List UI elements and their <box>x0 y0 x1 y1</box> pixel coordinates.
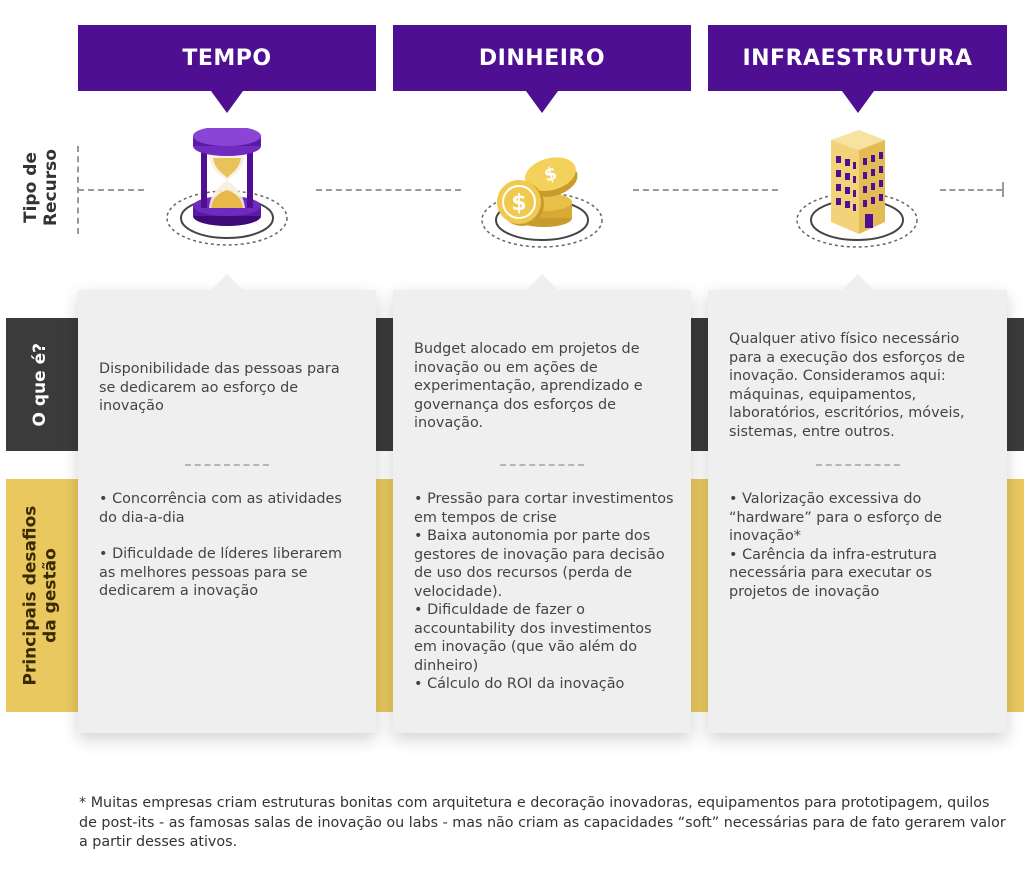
svg-text:$: $ <box>511 191 526 216</box>
challenge-item: • Pressão para cortar investimentos em t… <box>414 491 674 526</box>
timeline-dashes-2 <box>316 189 461 191</box>
tipo-bracket <box>77 146 79 234</box>
timeline-dashes-4 <box>940 189 1002 191</box>
row-label-desafios-line2: da gestão <box>40 548 60 643</box>
challenge-item: • Concorrência com as atividades do dia-… <box>99 491 342 526</box>
card-tempo: Disponibilidade das pessoas para se dedi… <box>78 274 376 733</box>
header-dinheiro: DINHEIRO <box>393 25 691 113</box>
row-label-desafios-line1: Principais desafios <box>20 505 41 686</box>
building-icon <box>793 126 921 250</box>
row-label-tipo: Tipo de Recurso <box>6 140 76 236</box>
timeline-end-tick <box>1002 182 1004 197</box>
separator-dinheiro <box>500 464 584 466</box>
card-infraestrutura: Qualquer ativo físico necessário para a … <box>708 274 1007 733</box>
challenge-item: • Cálculo do ROI da inovação <box>414 676 625 692</box>
header-infraestrutura: INFRAESTRUTURA <box>708 25 1007 113</box>
row-label-oque-text: O que é? <box>30 342 51 427</box>
svg-text:$: $ <box>542 163 560 187</box>
header-tempo-title: TEMPO <box>182 45 272 71</box>
challenge-item: • Carência da infra-estrutura necessária… <box>729 546 937 600</box>
description-infraestrutura: Qualquer ativo físico necessário para a … <box>729 331 965 440</box>
card-dinheiro: Budget alocado em projetos de inovação o… <box>393 274 691 733</box>
challenge-item: • Baixa autonomia por parte dos gestores… <box>414 528 665 600</box>
timeline-dashes-3 <box>633 189 778 191</box>
header-infraestrutura-title: INFRAESTRUTURA <box>742 45 973 71</box>
row-label-oque: O que é? <box>6 318 76 451</box>
separator-infraestrutura <box>815 464 900 466</box>
hourglass-icon <box>163 126 291 248</box>
challenges-dinheiro: • Pressão para cortar investimentos em t… <box>414 490 675 694</box>
timeline-dashes-1 <box>78 189 144 191</box>
challenge-item: • Valorização excessiva do “hardware” pa… <box>729 491 943 544</box>
description-tempo: Disponibilidade das pessoas para se dedi… <box>99 361 340 414</box>
challenges-infraestrutura: • Valorização excessiva do “hardware” pa… <box>729 490 991 601</box>
separator-tempo <box>185 464 269 466</box>
header-dinheiro-title: DINHEIRO <box>478 45 606 71</box>
dollar-coins-icon: $ $ <box>478 150 606 250</box>
challenges-tempo: • Concorrência com as atividades do dia-… <box>99 490 360 601</box>
row-label-desafios: Principais desafios da gestão <box>6 479 76 712</box>
description-dinheiro: Budget alocado em projetos de inovação o… <box>414 341 643 431</box>
footnote: * Muitas empresas criam estruturas bonit… <box>79 795 1006 850</box>
challenge-item: • Dificuldade de líderes liberarem as me… <box>99 546 343 599</box>
row-label-tipo-text: Tipo de Recurso <box>20 149 61 227</box>
row-label-desafios-text: Principais desafios da gestão <box>20 505 60 686</box>
header-tempo: TEMPO <box>78 25 376 113</box>
challenge-item: • Dificuldade de fazer o accountability … <box>414 602 652 674</box>
